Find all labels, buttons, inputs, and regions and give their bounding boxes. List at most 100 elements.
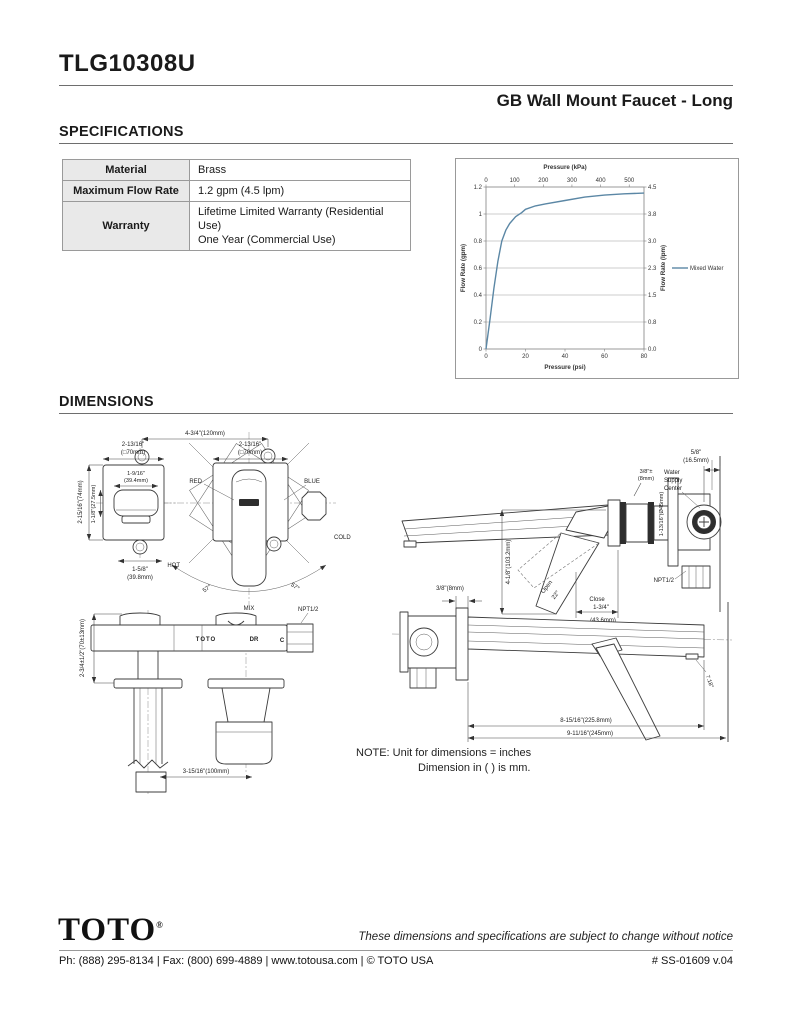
dim-escutcheon-dia: 1-13/16"(Ø45mm) bbox=[659, 492, 665, 537]
svg-text:0: 0 bbox=[484, 178, 488, 184]
svg-text:3.0: 3.0 bbox=[648, 239, 657, 245]
label-dr: DR bbox=[250, 637, 259, 643]
svg-text:0.4: 0.4 bbox=[474, 293, 483, 299]
spec-value: 1.2 gpm (4.5 lpm) bbox=[189, 180, 411, 202]
svg-text:1: 1 bbox=[479, 212, 483, 218]
dim-close-mm: (43.6mm) bbox=[590, 618, 616, 624]
angle-right: 57° bbox=[289, 582, 300, 593]
dim-wall-thickness-mm: (8mm) bbox=[638, 476, 654, 482]
table-row: Maximum Flow Rate 1.2 gpm (4.5 lpm) bbox=[62, 180, 411, 202]
table-row: Warranty Lifetime Limited Warranty (Resi… bbox=[62, 201, 411, 251]
title-rule bbox=[59, 85, 733, 86]
footer-rule bbox=[59, 950, 733, 951]
spec-value-line: Lifetime Limited Warranty (Residential U… bbox=[198, 206, 384, 232]
angle-open: 22° bbox=[551, 589, 562, 600]
dim-total-width: 4-3/4"(120mm) bbox=[185, 431, 225, 437]
label-cold: COLD bbox=[334, 535, 351, 541]
handle-front bbox=[113, 489, 159, 517]
svg-text:0.8: 0.8 bbox=[648, 320, 657, 326]
label-npt-section: NPT1/2 bbox=[298, 607, 319, 613]
svg-text:Pressure (psi): Pressure (psi) bbox=[544, 364, 585, 371]
dim-supply-offset-mm: (16.5mm) bbox=[683, 458, 709, 464]
dim-handle-length: 1-5/8" bbox=[132, 567, 148, 573]
angle-left: 57° bbox=[202, 584, 213, 595]
brand-mark: TOTO bbox=[196, 637, 216, 643]
dim-supply-offset: 5/8" bbox=[691, 450, 701, 456]
svg-text:Pressure (kPa): Pressure (kPa) bbox=[543, 164, 586, 171]
registered-mark: ® bbox=[156, 920, 164, 930]
svg-text:3.8: 3.8 bbox=[648, 212, 657, 218]
spout-profile bbox=[467, 616, 705, 658]
toto-logo: TOTO® bbox=[58, 912, 164, 949]
dimensions-rule bbox=[59, 413, 733, 414]
label-blue: BLUE bbox=[304, 479, 320, 485]
note-line-1: NOTE: Unit for dimensions = inches bbox=[356, 747, 532, 759]
svg-text:0: 0 bbox=[484, 354, 488, 360]
svg-text:400: 400 bbox=[596, 178, 607, 184]
dim-handle-width-mm: (39.4mm) bbox=[124, 478, 148, 484]
dimension-drawings: 4-3/4"(120mm) 2-13/16" (□70mm) 2-13/16" … bbox=[78, 431, 733, 794]
svg-text:0.2: 0.2 bbox=[474, 320, 483, 326]
svg-text:100: 100 bbox=[510, 178, 521, 184]
spec-label: Warranty bbox=[62, 201, 190, 251]
dim-handle-width: 1-9/16" bbox=[127, 471, 145, 477]
label-red: RED bbox=[189, 479, 202, 485]
dimension-note: NOTE: Unit for dimensions = inches Dimen… bbox=[356, 746, 531, 776]
spec-value: Lifetime Limited Warranty (Residential U… bbox=[189, 201, 411, 251]
dim-plate-thickness: 3/8"(8mm) bbox=[436, 586, 464, 592]
section-view-drawing: TOTO DR C NPT1/2 2-3/4±1/2"(70±13mm) bbox=[80, 607, 319, 794]
svg-text:0.0: 0.0 bbox=[648, 347, 657, 353]
handle-knob bbox=[301, 491, 327, 521]
wall-plate bbox=[455, 607, 469, 681]
svg-text:80: 80 bbox=[641, 354, 648, 360]
dim-right-plate: 2-13/16" bbox=[239, 442, 261, 448]
side-view-drawing: 4-1/8"(103.2mm) Open 22° Close 1-3/4" (4… bbox=[401, 450, 722, 624]
handle-profile bbox=[595, 643, 661, 741]
svg-text:500: 500 bbox=[624, 178, 635, 184]
svg-text:4.5: 4.5 bbox=[648, 185, 657, 191]
angle-tip: 7.18° bbox=[704, 674, 714, 688]
spec-label: Maximum Flow Rate bbox=[62, 180, 190, 202]
label-water-supply-3: Center bbox=[664, 486, 682, 492]
dim-spout-height: 4-1/8"(103.2mm) bbox=[506, 540, 512, 585]
label-c: C bbox=[280, 638, 285, 644]
svg-text:Flow Rate (gpm): Flow Rate (gpm) bbox=[460, 244, 467, 292]
svg-text:300: 300 bbox=[567, 178, 578, 184]
svg-text:200: 200 bbox=[538, 178, 549, 184]
spec-label: Material bbox=[62, 159, 190, 181]
dim-handle-center: 1-1/8"(27.5mm) bbox=[91, 485, 97, 524]
dimensions-heading: DIMENSIONS bbox=[59, 394, 154, 410]
dim-left-plate: 2-13/16" bbox=[122, 442, 144, 448]
dim-handle-length-mm: (39.8mm) bbox=[127, 575, 153, 581]
label-close: Close bbox=[589, 597, 605, 603]
toto-logo-text: TOTO bbox=[58, 912, 157, 948]
contact-info: Ph: (888) 295-8134 | Fax: (800) 699-4889… bbox=[59, 955, 434, 967]
svg-text:40: 40 bbox=[562, 354, 569, 360]
label-npt-side: NPT1/2 bbox=[654, 578, 675, 584]
svg-text:1.5: 1.5 bbox=[648, 293, 657, 299]
svg-text:0: 0 bbox=[479, 347, 483, 353]
table-row: Material Brass bbox=[62, 159, 411, 181]
front-view-drawing: 4-3/4"(120mm) 2-13/16" (□70mm) 2-13/16" … bbox=[78, 431, 351, 612]
dim-wall-thickness: 3/8"± bbox=[640, 469, 653, 475]
disclaimer-text: These dimensions and specifications are … bbox=[358, 931, 733, 943]
specifications-table: Material Brass Maximum Flow Rate 1.2 gpm… bbox=[62, 159, 411, 251]
specifications-heading: SPECIFICATIONS bbox=[59, 124, 184, 140]
dim-drain-length: 3-15/16"(100mm) bbox=[183, 769, 229, 775]
dim-right-plate-mm: (□70mm) bbox=[238, 450, 262, 456]
page-title: TLG10308U bbox=[59, 50, 196, 77]
dim-plate-height: 2-15/16"(74mm) bbox=[78, 480, 84, 523]
svg-text:1.2: 1.2 bbox=[474, 185, 483, 191]
spec-value-line: One Year (Commercial Use) bbox=[198, 234, 336, 246]
dim-left-plate-mm: (□70mm) bbox=[121, 450, 145, 456]
svg-text:20: 20 bbox=[522, 354, 529, 360]
dim-close: 1-3/4" bbox=[593, 605, 609, 611]
svg-text:0.6: 0.6 bbox=[474, 266, 483, 272]
note-line-2: Dimension in ( ) is mm. bbox=[418, 762, 531, 774]
svg-text:0.8: 0.8 bbox=[474, 239, 483, 245]
label-hot: HOT bbox=[167, 563, 180, 569]
drain-tailpiece bbox=[221, 687, 271, 723]
